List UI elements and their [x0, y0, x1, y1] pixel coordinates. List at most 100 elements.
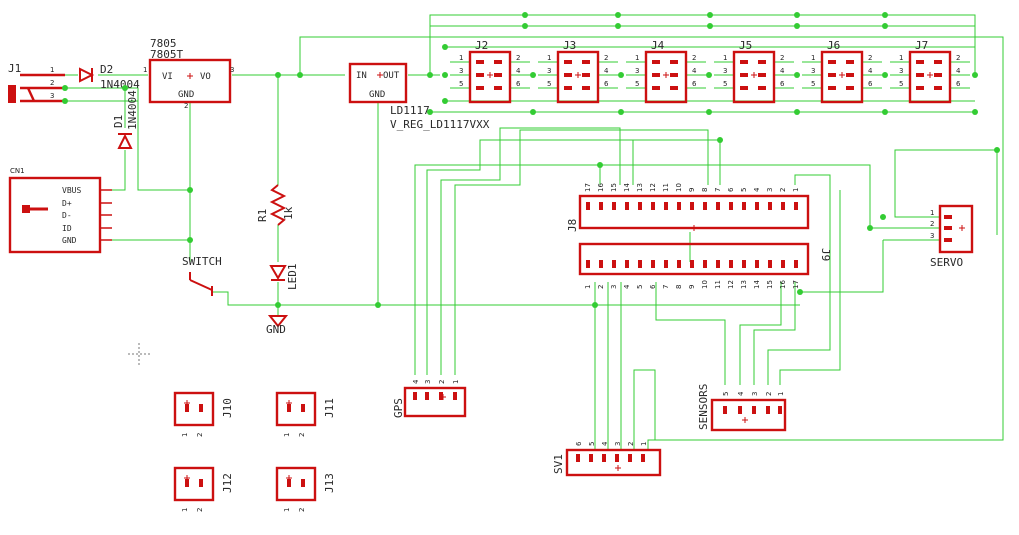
gps-label: GPS	[392, 398, 405, 418]
jumper-pin-number: 6	[868, 80, 873, 88]
wire-j9-servo	[800, 240, 884, 293]
jumper-pin-number: 4	[868, 67, 873, 75]
jumper-pin	[652, 73, 660, 77]
wire-sens-1	[779, 190, 841, 385]
j9-pin-number: 8	[675, 285, 683, 289]
j8-pin-number: 17	[584, 183, 592, 192]
junctions	[62, 12, 1000, 308]
j9-pin-number: 4	[623, 284, 631, 289]
j8-pin	[625, 202, 629, 210]
jumper-body	[556, 50, 600, 104]
sensors-pin	[766, 406, 770, 414]
jumper-body	[732, 50, 776, 104]
j9-pin-number: 16	[779, 280, 787, 289]
jumper-pin	[582, 86, 590, 90]
junction-dot	[615, 12, 621, 18]
j9-pin	[742, 260, 746, 268]
junction-dot	[530, 109, 536, 115]
gps-pin	[413, 392, 417, 400]
junction-dot	[122, 85, 128, 91]
j8-pin-number: 1	[792, 188, 800, 192]
jumper-pin	[916, 60, 924, 64]
jumper-pin	[494, 60, 502, 64]
jumper-pin	[740, 86, 748, 90]
jumper-pin-number: 1	[899, 54, 903, 62]
jumper-pin-number: 2	[692, 54, 696, 62]
sv1-pin	[576, 454, 580, 462]
j8-pin-number: 5	[740, 188, 748, 192]
small-connector-pin-number: 1	[283, 508, 291, 512]
j9-pin-number: 15	[766, 280, 774, 289]
led1-name: LED1	[286, 264, 299, 291]
jumper-pin-number: 3	[459, 67, 463, 75]
j1-pin-number: 3	[50, 92, 54, 100]
junction-dot	[187, 237, 193, 243]
small-connector-label: J13	[323, 473, 336, 493]
wire-gps-1	[454, 129, 709, 375]
small-connector-body	[275, 466, 317, 502]
j1-pin-number: 2	[50, 79, 54, 87]
jumper-label: J2	[475, 39, 488, 52]
jumper-pin	[652, 60, 660, 64]
junction-dot	[706, 109, 712, 115]
jumper-pin-number: 5	[811, 80, 815, 88]
d1-value: 1N4004	[126, 90, 139, 130]
jumper-pin-number: 2	[516, 54, 520, 62]
j8-pin-number: 8	[701, 188, 709, 192]
jumper-body	[468, 50, 512, 104]
j8-pin	[703, 202, 707, 210]
small-connector-pin-number: 2	[196, 433, 204, 437]
junction-dot	[707, 12, 713, 18]
jumper-pin-number: 1	[811, 54, 815, 62]
reg2-value: V_REG_LD1117VXX	[390, 118, 490, 131]
jumper-pin-number: 2	[780, 54, 784, 62]
j9-pin	[794, 260, 798, 268]
r1-body	[269, 184, 287, 226]
gps-body	[403, 386, 467, 418]
jumper-pin-number: 1	[547, 54, 551, 62]
junction-dot	[882, 12, 888, 18]
jumper-pin-number: 3	[723, 67, 727, 75]
reg1-vi-label: VI	[162, 72, 173, 82]
cn1-pin-label: VBUS	[62, 186, 81, 195]
sensors-pin-number: 4	[737, 391, 745, 396]
jumper-body	[908, 50, 952, 104]
j9-pin	[638, 260, 642, 268]
sv1-pin	[615, 454, 619, 462]
sv1-pin-number: 1	[640, 442, 648, 446]
wire-d1-vbus	[105, 150, 126, 191]
jumper-pin	[564, 73, 572, 77]
junction-dot	[717, 137, 723, 143]
j8-pin	[794, 202, 798, 210]
j8-pin-number: 15	[610, 183, 618, 192]
jumper-pin	[582, 60, 590, 64]
d1-body	[117, 133, 133, 149]
jumper-pin	[494, 73, 502, 77]
junction-dot	[297, 72, 303, 78]
small-connector-pin-number: 2	[298, 433, 306, 437]
j8-pin-number: 10	[675, 183, 683, 192]
wire-sv1-2	[633, 369, 656, 450]
jumper-pin-number: 6	[956, 80, 961, 88]
cn1-pin-label: GND	[62, 236, 77, 245]
gps-pin-number: 1	[452, 380, 460, 384]
junction-dot	[187, 187, 193, 193]
cn1-pin-label: ID	[62, 224, 72, 233]
j9-pin-number: 9	[688, 285, 696, 289]
j9-pin	[703, 260, 707, 268]
reg1-pin2: 2	[184, 102, 188, 110]
j8-pin	[586, 202, 590, 210]
j9-pin-number: 10	[701, 280, 709, 289]
small-connector-body	[173, 391, 215, 427]
j9-pin-number: 3	[610, 285, 618, 289]
small-connector-pin-number: 2	[298, 508, 306, 512]
jumper-pin	[494, 86, 502, 90]
d2-value: 1N4004	[100, 78, 140, 91]
j9-pin	[781, 260, 785, 268]
j8-pin	[768, 202, 772, 210]
gps-pin-number: 2	[438, 380, 446, 384]
junction-dot	[427, 109, 433, 115]
j9-pin-number: 5	[636, 285, 644, 289]
j1-body	[8, 85, 16, 103]
